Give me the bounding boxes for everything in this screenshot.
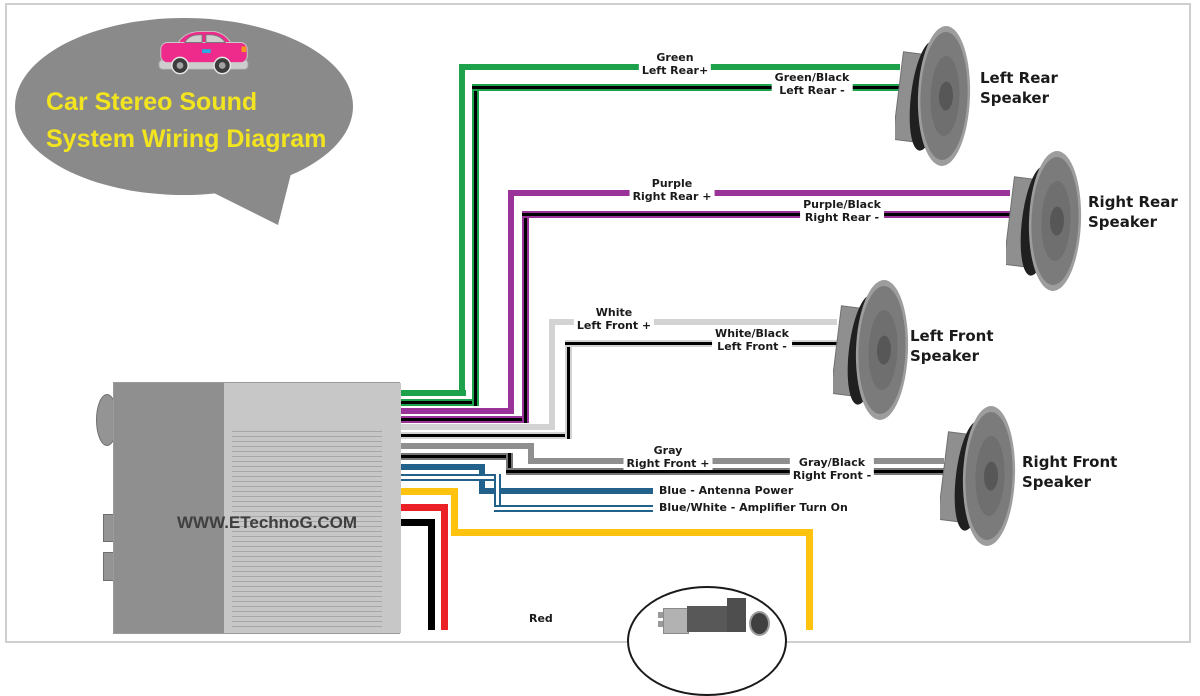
ignition-connector-block: [663, 608, 689, 634]
ignition-switch-collar: [727, 598, 746, 632]
ignition-switch-body: [687, 606, 729, 632]
speaker-dust-cap: [876, 335, 892, 365]
wire-segment-green-black: [472, 84, 902, 91]
wire-segment-gray: [399, 443, 534, 449]
head-unit: WWW.ETechnoG.COM: [113, 382, 401, 634]
wire-segment-white: [399, 424, 555, 430]
wire-segment-white: [549, 319, 555, 430]
wire-segment-yellow: [399, 488, 458, 495]
wire-segment-blue: [479, 488, 653, 494]
wire-segment-blue-white: [494, 505, 653, 512]
wire-segment-blue-white: [399, 474, 501, 481]
wire-segment-purple: [508, 190, 514, 414]
wire-segment-red: [399, 504, 448, 511]
diagram-title: Car Stereo Sound System Wiring Diagram: [46, 84, 326, 158]
car-wheel-front-hub: [218, 62, 226, 69]
wire-segment-yellow: [451, 488, 458, 536]
wire-segment-yellow: [806, 529, 813, 630]
wire-segment-purple-black: [399, 416, 529, 423]
wire-segment-white-black: [565, 340, 837, 347]
car-icon: [158, 30, 249, 75]
speaker-dust-cap: [983, 461, 999, 491]
speaker-left-front: [830, 277, 909, 423]
title-line-1: Car Stereo Sound: [46, 88, 258, 116]
speaker-dust-cap: [938, 81, 954, 111]
wire-segment-gray: [528, 458, 944, 464]
car-headlight: [241, 46, 247, 53]
wire-segment-white: [549, 319, 837, 325]
car-wheel-rear-hub: [176, 62, 184, 69]
wire-segment-green-black: [472, 84, 479, 406]
wire-segment-black: [399, 519, 435, 526]
wire-segment-purple-black: [522, 211, 1010, 218]
speaker-dust-cap: [1049, 206, 1065, 236]
car-rear-window: [183, 34, 203, 43]
title-line-2: System Wiring Diagram: [46, 125, 327, 153]
wire-segment-yellow: [451, 529, 813, 536]
wire-segment-purple: [399, 408, 514, 414]
wire-segment-gray-black: [506, 453, 513, 475]
speaker-left-rear: [892, 23, 971, 169]
diagram-canvas: Car Stereo Sound System Wiring Diagram W…: [5, 3, 1191, 696]
head-unit-left-face: [114, 383, 224, 633]
wire-segment-gray-black: [506, 468, 944, 475]
car-front-window: [205, 34, 226, 43]
wire-segment-blue: [399, 464, 485, 470]
ignition-terminal-1: [658, 612, 663, 618]
wire-label-amplifier-turn-on: Blue/White - Amplifier Turn On: [656, 501, 851, 514]
wire-label-antenna-power: Blue - Antenna Power: [656, 484, 797, 497]
wire-segment-black: [428, 519, 435, 630]
wire-segment-green-black: [399, 399, 479, 406]
wire-segment-blue-white: [494, 474, 501, 512]
wire-segment-white-black: [565, 340, 572, 439]
wire-segment-gray-black: [399, 453, 513, 460]
ignition-ellipse: [627, 586, 787, 696]
wire-segment-purple-black: [522, 211, 529, 423]
wire-label-red-power: Red: [526, 612, 556, 625]
ignition-key-cylinder: [749, 611, 770, 636]
head-unit-vents: [232, 431, 382, 629]
wire-segment-green: [459, 64, 465, 396]
car-door-handle: [202, 49, 211, 54]
watermark-text: WWW.ETechnoG.COM: [177, 513, 358, 532]
wire-segment-gray: [528, 443, 534, 464]
wire-segment-white-black: [399, 432, 572, 439]
wire-segment-red: [441, 504, 448, 630]
wire-segment-purple: [508, 190, 1010, 196]
ignition-terminal-2: [658, 621, 663, 627]
speaker-right-rear: [1003, 148, 1082, 294]
speaker-right-front: [937, 403, 1016, 549]
wire-segment-green: [399, 390, 466, 396]
